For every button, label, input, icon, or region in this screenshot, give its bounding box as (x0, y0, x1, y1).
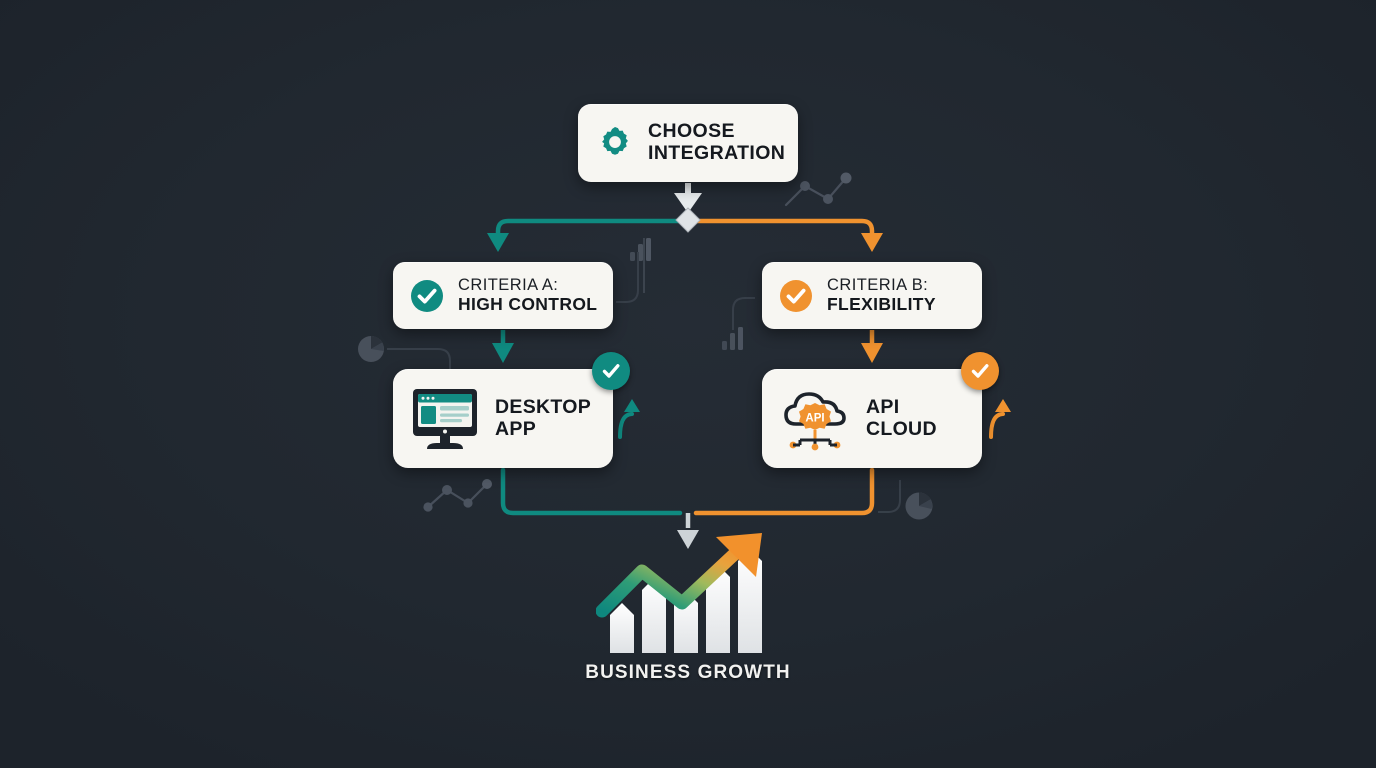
check-circle-icon (409, 278, 445, 314)
desktop-monitor-icon (409, 386, 481, 452)
node-api-cloud[interactable]: API API CLOUD (762, 352, 999, 468)
api-icon-label: API (805, 412, 824, 424)
node-label-line1: API (866, 395, 900, 418)
node-label: DESKTOP APP (495, 395, 592, 441)
edge-api-to-result (693, 467, 875, 516)
node-label-line2: HIGH CONTROL (458, 293, 598, 314)
trend-arrow-icon (595, 533, 762, 618)
node-label-line1: CHOOSE (648, 120, 735, 143)
result-label: BUSINESS GROWTH (585, 662, 791, 683)
edge-criteria-b-to-api (861, 330, 883, 363)
node-criteria-b[interactable]: CRITERIA B: FLEXIBILITY (762, 262, 982, 329)
bar-chart-deco (722, 327, 743, 350)
node-choose-integration[interactable]: CHOOSE INTEGRATION (578, 104, 798, 182)
curved-arrow-icon (989, 399, 1011, 439)
bar-chart-deco (630, 238, 651, 293)
growth-bar-chart-icon (595, 533, 780, 658)
gear-icon (596, 124, 634, 162)
edge-criteria-a-to-desktop (492, 330, 514, 363)
check-circle-icon (778, 278, 814, 314)
line-chart-deco (426, 482, 489, 509)
check-circle-icon (592, 352, 630, 390)
edge-junction-to-criteria-b (687, 218, 883, 252)
line-chart-deco (784, 176, 848, 207)
node-label-line2: APP (495, 417, 536, 440)
node-label-line2: CLOUD (866, 417, 937, 440)
node-label: CHOOSE INTEGRATION (648, 120, 786, 165)
node-label-line1: CRITERIA A: (458, 276, 559, 295)
curved-arrow-icon (618, 399, 640, 439)
node-criteria-a[interactable]: CRITERIA A: HIGH CONTROL (393, 262, 613, 329)
node-label-line2: INTEGRATION (648, 142, 786, 164)
edge-merge-to-result (677, 513, 699, 549)
edge-junction-to-criteria-a (487, 218, 689, 252)
edge-start-to-junction (674, 183, 702, 213)
api-cloud-icon: API (778, 386, 852, 452)
node-label: CRITERIA A: HIGH CONTROL (458, 276, 597, 314)
check-circle-icon (961, 352, 999, 390)
node-desktop-app[interactable]: DESKTOP APP (393, 352, 630, 468)
node-label: CRITERIA B: FLEXIBILITY (827, 276, 936, 314)
node-label-line1: CRITERIA B: (827, 276, 929, 295)
edge-desktop-to-result (500, 467, 683, 516)
pie-chart-deco (905, 492, 933, 520)
decision-junction-diamond (675, 207, 701, 233)
node-label-line1: DESKTOP (495, 395, 592, 418)
pie-chart-deco (358, 335, 384, 362)
node-label: API CLOUD (866, 395, 937, 441)
node-label-line2: FLEXIBILITY (827, 293, 936, 314)
